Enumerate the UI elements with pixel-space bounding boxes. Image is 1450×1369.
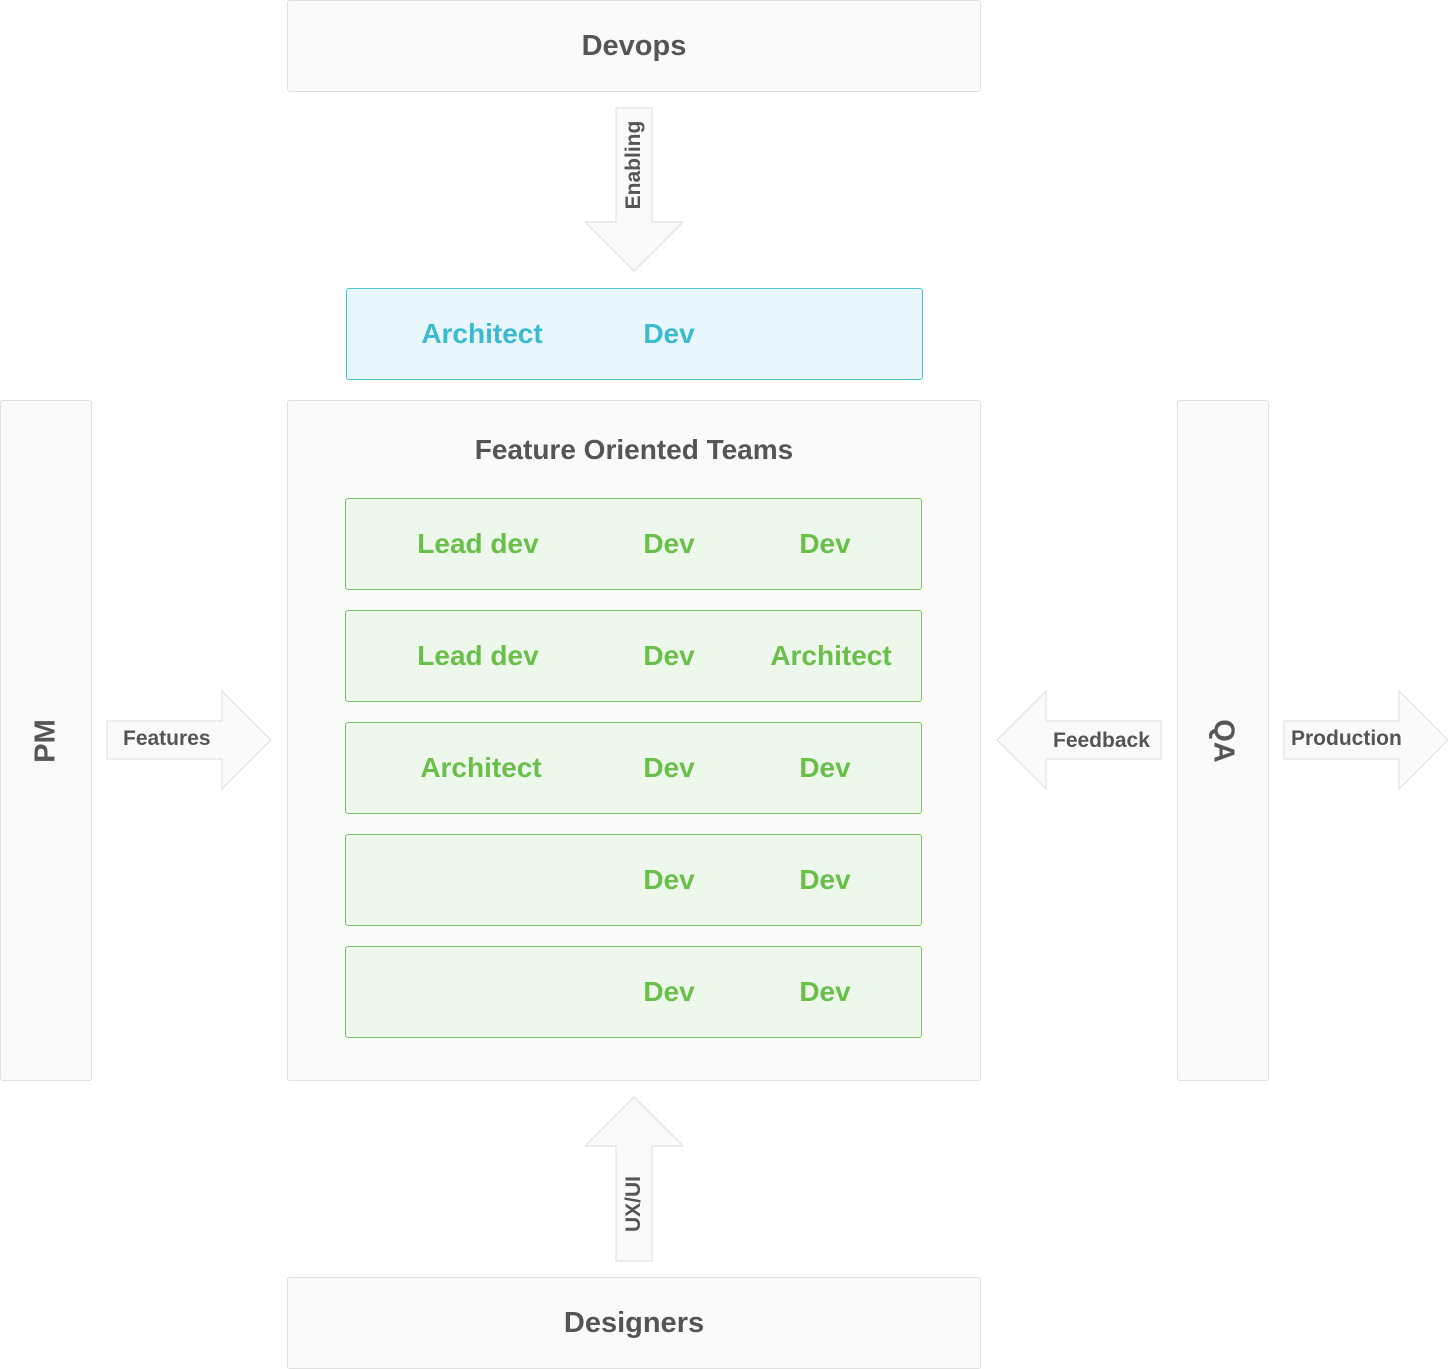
- team-member: Dev: [643, 318, 695, 349]
- team-member: Dev: [643, 864, 695, 895]
- devops-box: Devops: [287, 0, 981, 92]
- enabling-arrow-label: Enabling: [622, 120, 645, 210]
- feedback-arrow-label: Feedback: [1053, 729, 1150, 752]
- features-arrow: [106, 689, 272, 791]
- team-member: Lead dev: [417, 528, 539, 559]
- uxui-arrow: [583, 1096, 685, 1262]
- team-row: Dev Dev: [345, 946, 922, 1038]
- team-row: Lead dev Dev Dev: [345, 498, 922, 590]
- team-row: Architect Dev Dev: [345, 722, 922, 814]
- team-member: Architect: [770, 640, 892, 671]
- qa-label: QA: [1207, 718, 1240, 763]
- team-member: Architect: [421, 318, 543, 349]
- designers-label: Designers: [563, 1307, 705, 1339]
- features-arrow-label: Features: [123, 727, 211, 750]
- pm-label: PM: [29, 718, 62, 763]
- team-member: Architect: [420, 752, 542, 783]
- team-member: Dev: [643, 976, 695, 1007]
- enabling-team-row: Architect Dev: [346, 288, 923, 380]
- production-arrow-label: Production: [1291, 727, 1402, 750]
- team-member: Dev: [643, 528, 695, 559]
- team-row: Dev Dev: [345, 834, 922, 926]
- designers-box: Designers: [287, 1277, 981, 1369]
- team-member: Dev: [799, 864, 851, 895]
- team-member: Dev: [799, 976, 851, 1007]
- team-member: Dev: [799, 528, 851, 559]
- enabling-arrow: [583, 107, 685, 272]
- team-member: Dev: [643, 752, 695, 783]
- feedback-arrow: [996, 689, 1162, 791]
- team-member: Dev: [799, 752, 851, 783]
- production-arrow: [1283, 689, 1449, 791]
- pm-box: PM: [0, 400, 92, 1081]
- team-member: Dev: [643, 640, 695, 671]
- devops-label: Devops: [581, 30, 687, 62]
- feature-teams-title: Feature Oriented Teams: [474, 434, 794, 465]
- team-member: Lead dev: [417, 640, 539, 671]
- uxui-arrow-label: UX/UI: [622, 1175, 645, 1232]
- team-row: Lead dev Dev Architect: [345, 610, 922, 702]
- qa-box: QA: [1177, 400, 1269, 1081]
